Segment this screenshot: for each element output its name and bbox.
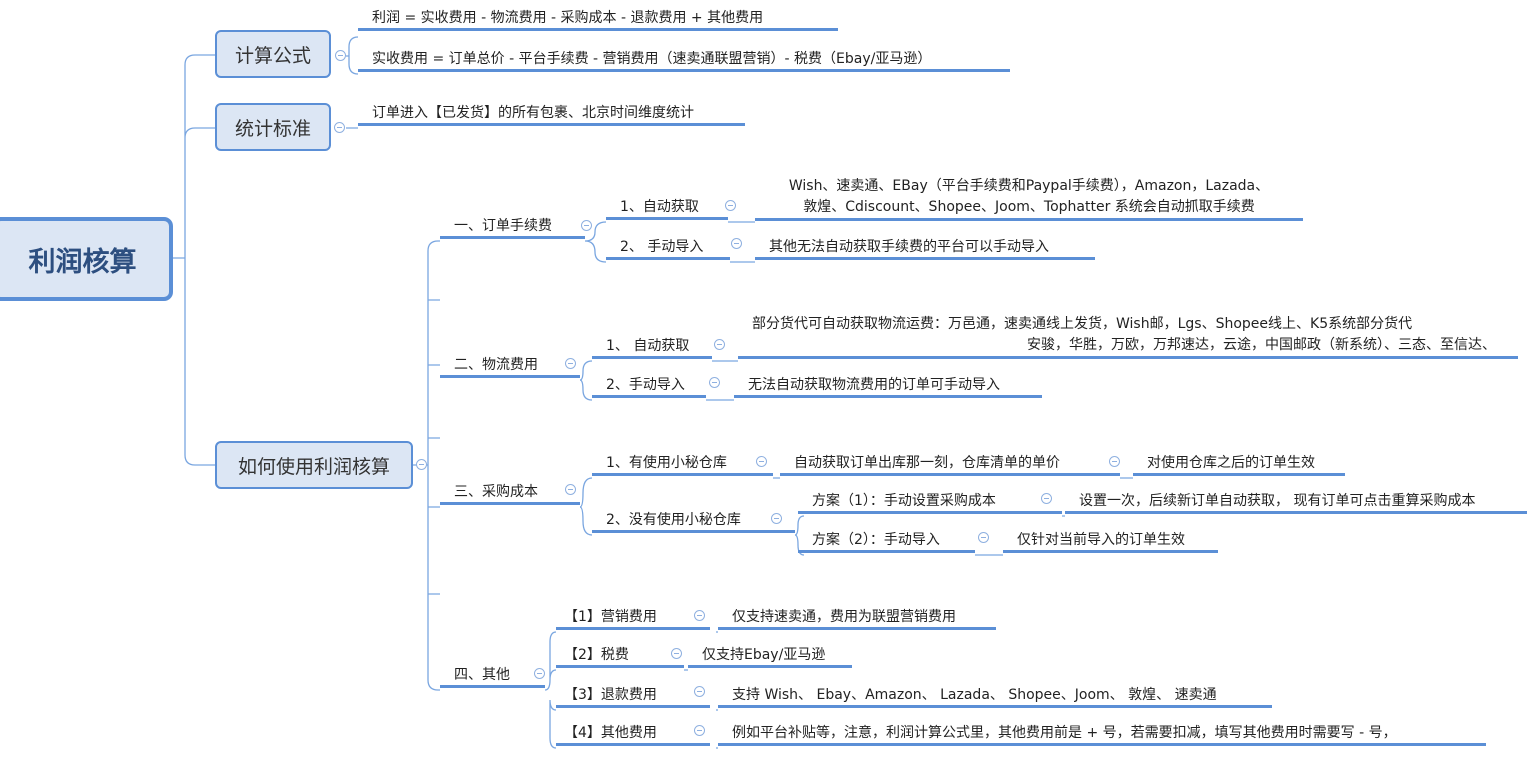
collapse-icon[interactable] xyxy=(671,648,682,659)
topic-standard[interactable]: 统计标准 xyxy=(215,103,331,151)
fee-manual[interactable]: 2、 手动导入 xyxy=(606,237,730,260)
logistics-auto-desc-line2: 安骏，华胜，万欧，万邦速达，云途，中国邮政（新系统）、三态、至信达、 xyxy=(1027,337,1496,353)
collapse-icon[interactable] xyxy=(714,339,725,350)
formula-profit[interactable]: 利润 = 实收费用 - 物流费用 - 采购成本 - 退款费用 + 其他费用 xyxy=(358,8,838,31)
branch-logistics[interactable]: 二、物流费用 xyxy=(440,355,580,378)
collapse-icon[interactable] xyxy=(694,686,705,697)
logistics-manual-desc[interactable]: 无法自动获取物流费用的订单可手动导入 xyxy=(734,375,1042,398)
purchase-with-warehouse[interactable]: 1、有使用小秘仓库 xyxy=(592,453,773,476)
purchase-plan2[interactable]: 方案（2）：手动导入 xyxy=(798,530,975,553)
standard-item[interactable]: 订单进入【已发货】的所有包裹、北京时间维度统计 xyxy=(358,103,745,126)
purchase-plan1-desc[interactable]: 设置一次，后续新订单自动获取， 现有订单可点击重算采购成本 xyxy=(1065,491,1527,514)
other-misc-desc[interactable]: 例如平台补贴等，注意，利润计算公式里，其他费用前是 + 号，若需要扣减，填写其他… xyxy=(718,723,1486,746)
other-marketing[interactable]: 【1】营销费用 xyxy=(556,607,710,630)
logistics-manual[interactable]: 2、手动导入 xyxy=(592,375,706,398)
other-refund-desc[interactable]: 支持 Wish、 Ebay、Amazon、 Lazada、 Shopee、Joo… xyxy=(718,685,1272,708)
collapse-icon[interactable] xyxy=(731,238,742,249)
collapse-icon[interactable] xyxy=(709,377,720,388)
logistics-auto-desc-line1: 部分货代可自动获取物流运费：万邑通，速卖通线上发货，Wish邮，Lgs、Shop… xyxy=(752,316,1413,332)
logistics-auto-desc[interactable]: 部分货代可自动获取物流运费：万邑通，速卖通线上发货，Wish邮，Lgs、Shop… xyxy=(738,314,1518,359)
collapse-icon[interactable] xyxy=(756,456,767,467)
collapse-icon[interactable] xyxy=(565,358,576,369)
branch-fee[interactable]: 一、订单手续费 xyxy=(440,216,585,239)
purchase-without-warehouse[interactable]: 2、没有使用小秘仓库 xyxy=(592,510,795,533)
collapse-icon[interactable] xyxy=(771,513,782,524)
purchase-with-effect[interactable]: 对使用仓库之后的订单生效 xyxy=(1133,453,1345,476)
collapse-icon[interactable] xyxy=(694,610,705,621)
topic-formula[interactable]: 计算公式 xyxy=(215,30,331,78)
collapse-icon[interactable] xyxy=(581,220,592,231)
collapse-icon[interactable] xyxy=(335,50,346,61)
other-tax[interactable]: 【2】税费 xyxy=(556,645,684,668)
fee-auto-desc-line2: 敦煌、Cdiscount、Shopee、Joom、Tophatter 系统会自动… xyxy=(803,199,1255,215)
root-topic[interactable]: 利润核算 xyxy=(0,217,173,301)
collapse-icon[interactable] xyxy=(334,122,345,133)
fee-manual-desc[interactable]: 其他无法自动获取手续费的平台可以手动导入 xyxy=(755,237,1095,260)
purchase-with-desc[interactable]: 自动获取订单出库那一刻，仓库清单的单价 xyxy=(780,453,1120,476)
purchase-plan2-desc[interactable]: 仅针对当前导入的订单生效 xyxy=(1003,530,1218,553)
purchase-plan1[interactable]: 方案（1）：手动设置采购成本 xyxy=(798,491,1062,514)
branch-other[interactable]: 四、其他 xyxy=(440,665,545,688)
logistics-auto[interactable]: 1、 自动获取 xyxy=(592,336,712,359)
other-marketing-desc[interactable]: 仅支持速卖通，费用为联盟营销费用 xyxy=(718,607,996,630)
collapse-icon[interactable] xyxy=(565,484,576,495)
collapse-icon[interactable] xyxy=(1109,456,1120,467)
other-misc[interactable]: 【4】其他费用 xyxy=(556,723,710,746)
fee-auto-desc-line1: Wish、速卖通、EBay（平台手续费和Paypal手续费），Amazon，La… xyxy=(788,178,1270,194)
collapse-icon[interactable] xyxy=(694,725,705,736)
other-tax-desc[interactable]: 仅支持Ebay/亚马逊 xyxy=(688,645,852,668)
collapse-icon[interactable] xyxy=(534,668,545,679)
other-refund[interactable]: 【3】退款费用 xyxy=(556,685,710,708)
topic-usage[interactable]: 如何使用利润核算 xyxy=(215,441,413,489)
fee-auto-desc[interactable]: Wish、速卖通、EBay（平台手续费和Paypal手续费），Amazon，La… xyxy=(755,176,1303,221)
collapse-icon[interactable] xyxy=(416,459,427,470)
collapse-icon[interactable] xyxy=(725,200,736,211)
fee-auto[interactable]: 1、自动获取 xyxy=(606,197,728,220)
collapse-icon[interactable] xyxy=(1041,493,1052,504)
collapse-icon[interactable] xyxy=(978,532,989,543)
formula-revenue[interactable]: 实收费用 = 订单总价 - 平台手续费 - 营销费用（速卖通联盟营销）- 税费（… xyxy=(358,49,1010,72)
branch-purchase[interactable]: 三、采购成本 xyxy=(440,482,580,505)
